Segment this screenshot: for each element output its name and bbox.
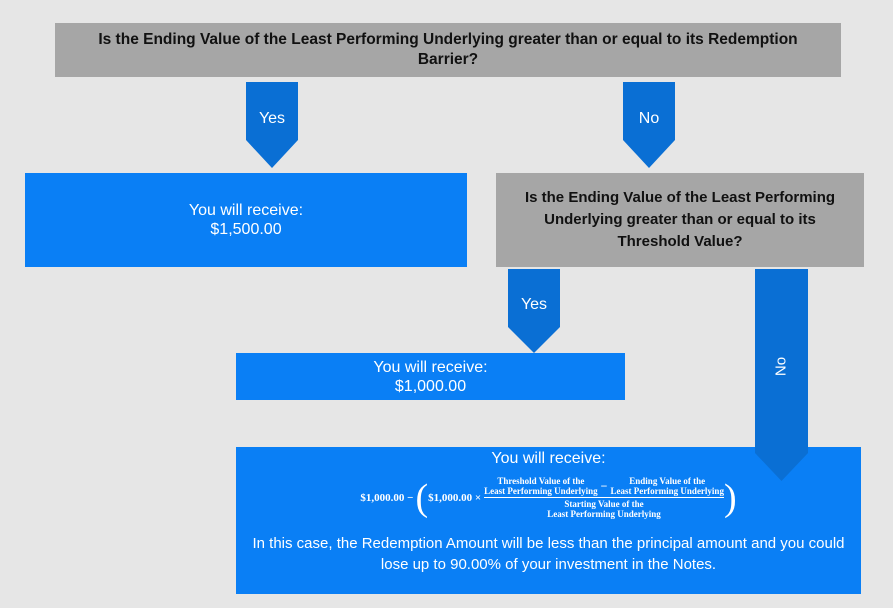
outcome-1500: You will receive: $1,500.00 [25,173,467,267]
formula-ending-term: Ending Value of the Least Performing Und… [610,476,723,496]
outcome-1500-amount: $1,500.00 [210,221,282,238]
question-redemption-barrier: Is the Ending Value of the Least Perform… [55,23,841,77]
formula-numerator: Threshold Value of the Least Performing … [484,476,724,498]
no-arrow-2 [755,269,808,481]
formula-fraction: Threshold Value of the Least Performing … [484,476,724,519]
question-threshold-value: Is the Ending Value of the Least Perform… [496,173,864,267]
formula-threshold-term: Threshold Value of the Least Performing … [484,476,597,496]
formula-left-paren: ( [415,476,429,519]
yes-arrow-1 [246,82,298,168]
question-redemption-barrier-text: Is the Ending Value of the Least Perform… [98,31,798,68]
formula-starting-line2: Least Performing Underlying [547,509,661,519]
formula-right-paren: ) [723,476,737,519]
no-label-2: No [772,356,790,377]
yes-label-1: Yes [258,110,286,127]
no-label-1: No [638,110,660,127]
formula-lead: $1,000.00 − [360,491,414,504]
formula-threshold-line2: Least Performing Underlying [484,486,598,496]
outcome-1500-label: You will receive: [188,202,304,219]
formula-ending-line1: Ending Value of the [629,476,706,486]
yes-arrow-2 [508,269,560,353]
outcome-1000-amount: $1,000.00 [394,377,467,395]
formula-minus: − [600,479,608,493]
formula-starting-line1: Starting Value of the [564,499,644,509]
formula-threshold-line1: Threshold Value of the [497,476,585,486]
outcome-1000: You will receive: $1,000.00 [236,353,625,400]
payout-formula: $1,000.00 − ( $1,000.00 × Threshold Valu… [360,476,736,519]
formula-ending-line2: Least Performing Underlying [610,486,724,496]
question-threshold-value-text: Is the Ending Value of the Least Perform… [524,189,836,250]
outcome-loss: You will receive: $1,000.00 − ( $1,000.0… [236,447,861,594]
no-arrow-1 [623,82,675,168]
formula-denominator: Starting Value of the Least Performing U… [547,498,660,519]
yes-label-2: Yes [520,296,548,313]
outcome-1000-label: You will receive: [373,358,488,376]
formula-inner: $1,000.00 × [428,491,482,504]
outcome-loss-header: You will receive: [491,450,606,467]
outcome-loss-note: In this case, the Redemption Amount will… [252,535,845,573]
